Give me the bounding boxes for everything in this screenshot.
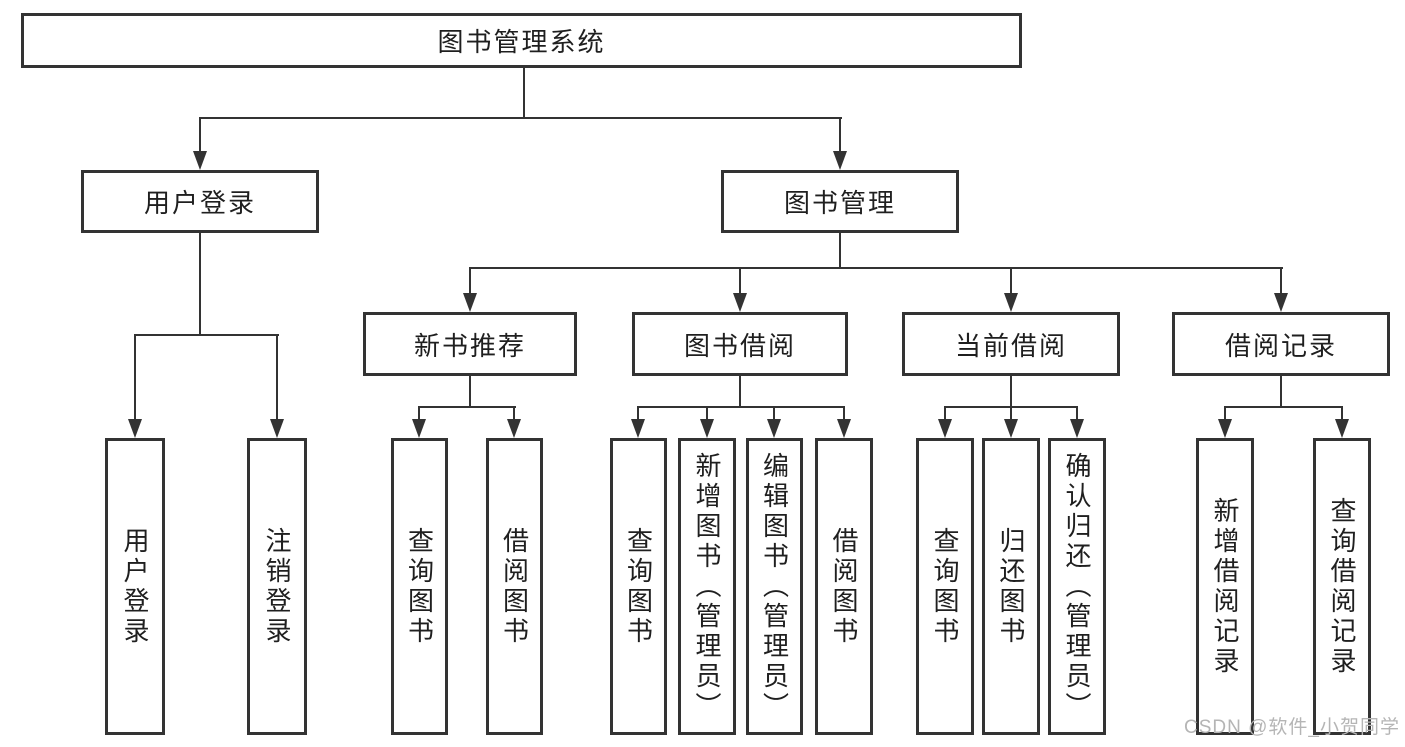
connector-drop-leaf-login [134,334,136,421]
connector-drop-d2 [1010,406,1012,421]
leaf-logout-label: 注销登录 [262,526,292,647]
leaf-confirm-return-admin: 确认归还（管理员） [1048,438,1106,735]
node-book-borrowing: 图书借阅 [632,312,848,376]
arrowhead-c2 [700,419,714,438]
leaf-add-borrow-record: 新增借阅记录 [1196,438,1254,735]
arrowhead-e1 [1218,419,1232,438]
arrowhead-current-borrow [1004,293,1018,312]
arrowhead-c3 [767,419,781,438]
connector-drop-book-borrow [739,267,741,295]
leaf-user-login: 用户登录 [105,438,165,735]
connector-drop-borrow-records [1280,267,1282,295]
leaf-borrow-books-recommend-label: 借阅图书 [499,526,530,647]
arrowhead-user-login [193,151,207,170]
connector-book-borrow-stem [739,376,741,407]
leaf-edit-books-admin-label: 编辑图书（管理员） [759,451,790,722]
connector-drop-book-mgmt [839,117,841,153]
connector-drop-d3 [1076,406,1078,421]
leaf-query-books-recommend-label: 查询图书 [404,526,435,647]
leaf-add-books-admin: 新增图书（管理员） [678,438,736,735]
leaf-edit-books-admin: 编辑图书（管理员） [746,438,803,735]
connector-user-login-stem [199,233,201,336]
csdn-watermark: CSDN @软件_小贺同学 [1184,717,1400,738]
connector-borrow-records-stem [1280,376,1282,407]
leaf-query-books-borrowing: 查询图书 [610,438,667,735]
leaf-query-books-current: 查询图书 [916,438,974,735]
leaf-add-borrow-record-label: 新增借阅记录 [1210,496,1240,677]
arrowhead-leaf-login [128,419,142,438]
node-new-book-recommend: 新书推荐 [363,312,577,376]
connector-drop-c4 [843,406,845,421]
leaf-return-books: 归还图书 [982,438,1040,735]
connector-drop-d1 [944,406,946,421]
connector-current-borrow-stem [1010,376,1012,407]
node-book-management: 图书管理 [721,170,959,233]
leaf-borrow-books-label: 借阅图书 [829,526,859,647]
node-book-management-label: 图书管理 [783,188,896,218]
arrowhead-d3 [1070,419,1084,438]
leaf-user-login-label: 用户登录 [120,526,150,647]
leaf-query-borrow-record: 查询借阅记录 [1313,438,1371,735]
node-book-borrowing-label: 图书借阅 [683,330,796,361]
node-new-book-recommend-label: 新书推荐 [413,330,526,361]
arrowhead-b2 [507,419,521,438]
connector-new-books-stem [469,376,471,407]
arrowhead-c4 [837,419,851,438]
leaf-logout: 注销登录 [247,438,307,735]
arrowhead-borrow-records [1274,293,1288,312]
arrowhead-book-mgmt [833,151,847,170]
connector-root-rail [199,117,842,119]
leaf-query-books-current-label: 查询图书 [930,526,960,647]
connector-drop-current-borrow [1010,267,1012,295]
arrowhead-leaf-logout [270,419,284,438]
connector-book-mgmt-rail [469,267,1283,269]
connector-user-login-rail [134,334,279,336]
node-borrowing-records: 借阅记录 [1172,312,1390,376]
connector-new-books-rail [418,406,516,408]
connector-drop-b2 [513,406,515,421]
node-borrowing-records-label: 借阅记录 [1224,330,1337,361]
connector-drop-c1 [637,406,639,421]
connector-root-stem [523,68,525,118]
connector-drop-e1 [1224,406,1226,421]
node-current-borrowing: 当前借阅 [902,312,1120,376]
connector-drop-c2 [706,406,708,421]
arrowhead-d1 [938,419,952,438]
arrowhead-e2 [1335,419,1349,438]
leaf-borrow-books-recommend: 借阅图书 [486,438,543,735]
node-root-label: 图书管理系统 [437,27,606,57]
leaf-query-borrow-record-label: 查询借阅记录 [1327,496,1357,677]
node-current-borrowing-label: 当前借阅 [954,330,1067,361]
connector-drop-leaf-logout [276,334,278,421]
connector-borrow-records-rail [1224,406,1343,408]
connector-drop-b1 [418,406,420,421]
node-user-login-label: 用户登录 [143,188,256,218]
leaf-return-books-label: 归还图书 [996,526,1026,647]
connector-drop-new-books [469,267,471,295]
connector-book-mgmt-stem [839,233,841,269]
connector-drop-user-login [199,117,201,153]
leaf-add-books-admin-label: 新增图书（管理员） [692,451,722,722]
connector-drop-c3 [773,406,775,421]
node-root: 图书管理系统 [21,13,1022,68]
node-user-login: 用户登录 [81,170,319,233]
arrowhead-new-books [463,293,477,312]
leaf-confirm-return-admin-label: 确认归还（管理员） [1062,451,1092,722]
leaf-borrow-books: 借阅图书 [815,438,873,735]
arrowhead-c1 [631,419,645,438]
connector-drop-e2 [1341,406,1343,421]
arrowhead-b1 [412,419,426,438]
arrowhead-book-borrow [733,293,747,312]
connector-book-borrow-rail [637,406,845,408]
leaf-query-books-recommend: 查询图书 [391,438,448,735]
arrowhead-d2 [1004,419,1018,438]
leaf-query-books-borrowing-label: 查询图书 [623,526,654,647]
